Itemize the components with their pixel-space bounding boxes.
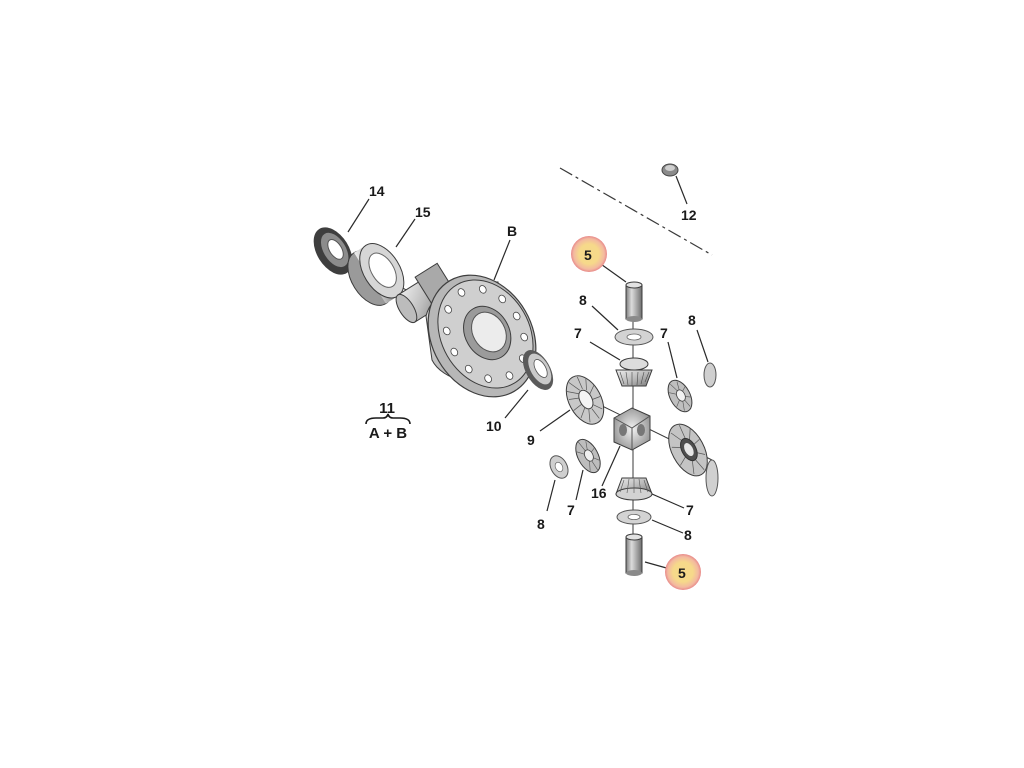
assembly-formula: A + B <box>369 425 407 442</box>
assembly-brace <box>365 413 411 425</box>
axis-dashed-line <box>559 167 713 256</box>
pinion-shaft-top-part <box>625 281 643 322</box>
bearing-part <box>347 243 405 306</box>
callout-8-bottom-left: 8 <box>537 516 545 532</box>
callout-5-bottom: 5 <box>678 565 686 581</box>
callout-8-bottom-right: 8 <box>684 527 692 543</box>
pinion-gear-left-part <box>575 438 601 474</box>
pinion-gear-bottom-part <box>615 477 653 501</box>
spider-cross-part <box>613 407 651 451</box>
callout-16: 16 <box>591 485 607 501</box>
callout-5-top: 5 <box>584 247 592 263</box>
callout-14: 14 <box>369 183 385 199</box>
washer-top-part <box>614 328 654 346</box>
callout-7-bottom-right: 7 <box>686 502 694 518</box>
callout-7-top-left: 7 <box>574 325 582 341</box>
differential-case-part <box>395 262 537 398</box>
highlight-halo-top <box>571 236 607 272</box>
pinion-gear-top-part <box>615 357 653 387</box>
assembly-label: 11 A + B <box>365 400 411 442</box>
part-12-component <box>661 163 679 177</box>
callout-8-top: 8 <box>579 292 587 308</box>
washer-left-part <box>549 455 569 479</box>
washer-right-part <box>703 362 717 388</box>
washer-right-lower-part <box>705 459 719 497</box>
thrust-washer-part <box>522 350 554 390</box>
pinion-shaft-bottom-part <box>625 533 643 576</box>
highlight-halo-bottom <box>665 554 701 590</box>
side-gear-right-part <box>668 423 708 477</box>
callout-7-top-right: 7 <box>660 325 668 341</box>
oil-seal-part <box>313 227 353 275</box>
pinion-gear-right-part <box>667 379 693 413</box>
side-gear-left-part <box>565 375 605 425</box>
callout-5-highlights <box>571 236 701 590</box>
callout-10: 10 <box>486 418 502 434</box>
leader-lines <box>347 175 709 570</box>
callout-labels: 14 15 B 12 5 8 7 7 8 10 9 16 7 8 8 7 5 <box>369 183 697 581</box>
callout-15: 15 <box>415 204 431 220</box>
callout-12: 12 <box>681 207 697 223</box>
assembly-number: 11 <box>379 400 395 417</box>
callout-9: 9 <box>527 432 535 448</box>
washer-bottom-part <box>616 509 652 525</box>
callout-7-bottom-left: 7 <box>567 502 575 518</box>
callout-8-right: 8 <box>688 312 696 328</box>
callout-B: B <box>507 223 517 239</box>
